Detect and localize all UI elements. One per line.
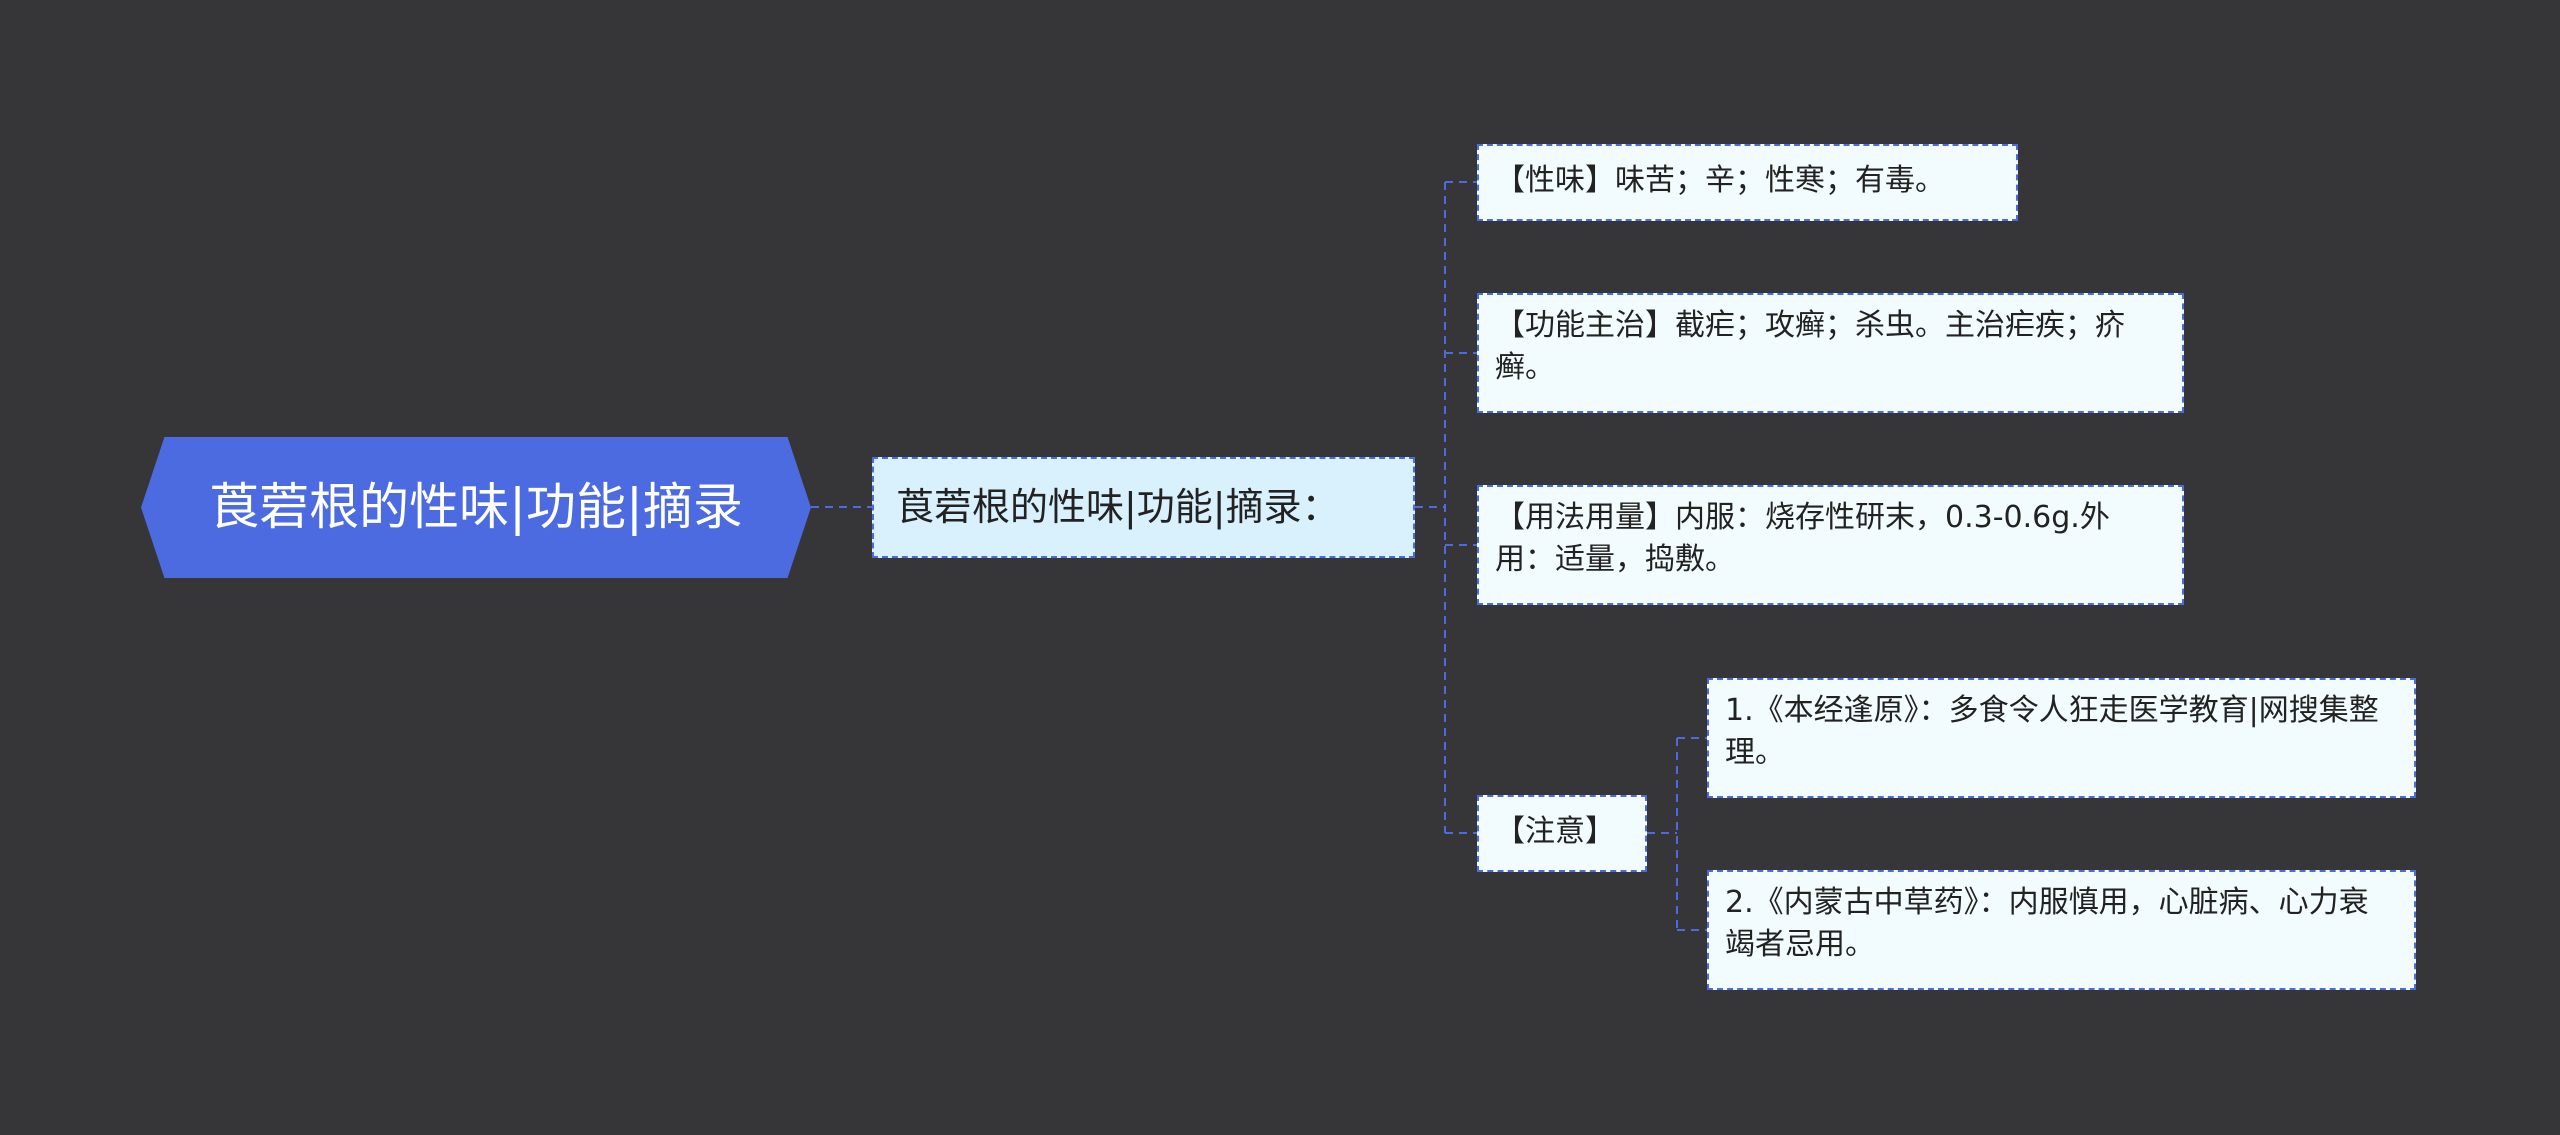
hub-node[interactable]: 莨菪根的性味|功能|摘录： xyxy=(872,457,1415,558)
node-yongfa-yongliang[interactable]: 【用法用量】内服：烧存性研末，0.3-0.6g.外用：适量，捣敷。 xyxy=(1477,485,2184,605)
root-node[interactable]: 莨菪根的性味|功能|摘录 xyxy=(141,437,811,578)
node-zhuyi-note-1[interactable]: 1.《本经逢原》：多食令人狂走医学教育|网搜集整理。 xyxy=(1707,678,2416,798)
node-zhuyi[interactable]: 【注意】 xyxy=(1477,795,1647,872)
node-gongneng-zhuzhi[interactable]: 【功能主治】截疟；攻癣；杀虫。主治疟疾；疥癣。 xyxy=(1477,293,2184,413)
node-zhuyi-note-2[interactable]: 2.《内蒙古中草药》：内服慎用，心脏病、心力衰竭者忌用。 xyxy=(1707,870,2416,990)
node-xingwei[interactable]: 【性味】味苦；辛；性寒；有毒。 xyxy=(1477,144,2018,221)
